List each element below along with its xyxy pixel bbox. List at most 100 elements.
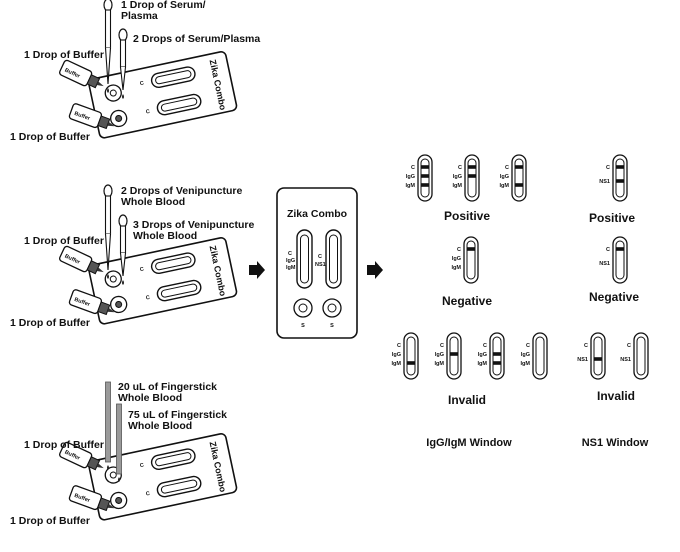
sample-well-center [109,89,117,97]
control-line-label: C [145,491,150,498]
buffer-instruction-bottom: 1 Drop of Buffer [10,317,90,329]
result-window-inner [160,97,198,112]
sample-well-center [109,275,117,283]
buffer-bottle-nozzle [96,463,104,469]
igm-line-label: IgM [406,183,416,189]
buffer-bottle-label: Buffer [73,297,91,308]
igm-line-label: IgM [392,361,402,367]
dropper-bulb [118,28,128,42]
ns1-line-label: NS1 [577,357,588,363]
igg-line-label: IgG [452,256,461,262]
strip-inner [535,336,545,376]
dropper-barrel [104,195,112,235]
front-igm-label: IgM [286,265,296,271]
igm-line-label: IgM [453,183,463,189]
strip-inner [466,240,476,280]
igg-igm-positive-title: Positive [444,209,490,223]
sample-well [110,109,128,128]
result-window-inner [160,283,198,298]
buffer-bottle-nozzle [107,503,115,509]
c-line-label: C [584,343,588,349]
result-window-inner [155,452,192,467]
igg-line-band [468,174,476,178]
dropper-tip [104,233,112,271]
ns1-positive-title: Positive [589,211,635,225]
ns1-window-caption: NS1 Window [582,437,649,449]
front-c-label: C [318,254,322,260]
buffer-instruction-top: 1 Drop of Buffer [24,235,104,247]
dropper-tip [104,47,112,85]
control-line-label: C [139,81,144,88]
sample-dropper-1 [103,184,113,279]
sample-2-label: Whole Blood [133,230,197,242]
drop [107,274,109,279]
sample-2-label: 75 uL of Fingerstick [128,409,227,421]
c-line-band [467,247,475,251]
result-strip: C NS1 [577,332,606,380]
igm-line-label: IgM [500,183,510,189]
buffer-instruction-bottom: 1 Drop of Buffer [10,515,90,527]
igg-line-label: IgG [453,174,462,180]
front-cassette-brand: Zika Combo [287,208,347,220]
capillary-tube [105,381,111,463]
buffer-instruction-bottom: 1 Drop of Buffer [10,131,90,143]
sample-well-center [115,300,123,308]
buffer-bottle-label: Buffer [73,111,91,122]
dropper-barrel [119,39,127,68]
igm-line-label: IgM [435,361,445,367]
sample-1-label: 2 Drops of Venipuncture [121,185,243,197]
strip-inner [615,240,625,280]
drop [107,88,109,93]
sample-1-label: 20 uL of Fingerstick [118,381,217,393]
sample-well-label: S [301,323,305,329]
sample-dropper-2 [118,28,128,99]
sample-well-label: S [330,323,334,329]
ns1-line-band [616,179,624,183]
buffer-bottle-top: Buffer [59,245,104,275]
strip-inner [406,336,416,376]
igg-igm-window [150,66,196,89]
igg-line-band [493,352,501,356]
sample-capillary-1 [105,381,111,470]
sample-well-center [115,114,123,122]
buffer-bottle-bottom: Buffer [68,289,115,316]
igg-line-label: IgG [478,352,487,358]
igg-line-label: IgG [500,174,509,180]
strip-inner [514,158,524,198]
sample-dropper-2 [118,214,128,285]
igg-line-band [450,352,458,356]
igg-igm-window [150,448,196,471]
sample-2-label: Whole Blood [128,420,192,432]
front-igg-label: IgG [286,258,295,264]
front-ns1-label: NS1 [315,262,326,268]
igg-line-label: IgG [406,174,415,180]
sample-well [110,491,128,510]
igm-line-band [515,183,523,187]
c-line-label: C [526,343,530,349]
c-line-label: C [627,343,631,349]
c-line-band [616,165,624,169]
flow-arrows [249,261,383,279]
drop [122,280,124,285]
result-window-inner [160,479,198,494]
buffer-bottle-nozzle [107,307,115,313]
front-sample-well-center [298,303,308,313]
c-line-label: C [440,343,444,349]
result-interpretation: CIgGIgMCIgGIgMCIgGIgMPositiveCIgGIgMNega… [392,154,649,449]
control-line-label: C [139,267,144,274]
ns1-line-label: NS1 [599,179,610,185]
igg-igm-window-inner [300,234,309,284]
capillary-tube [116,403,122,475]
c-line-label: C [411,165,415,171]
dropper-bulb [118,214,128,228]
dropper-tip [119,252,127,277]
